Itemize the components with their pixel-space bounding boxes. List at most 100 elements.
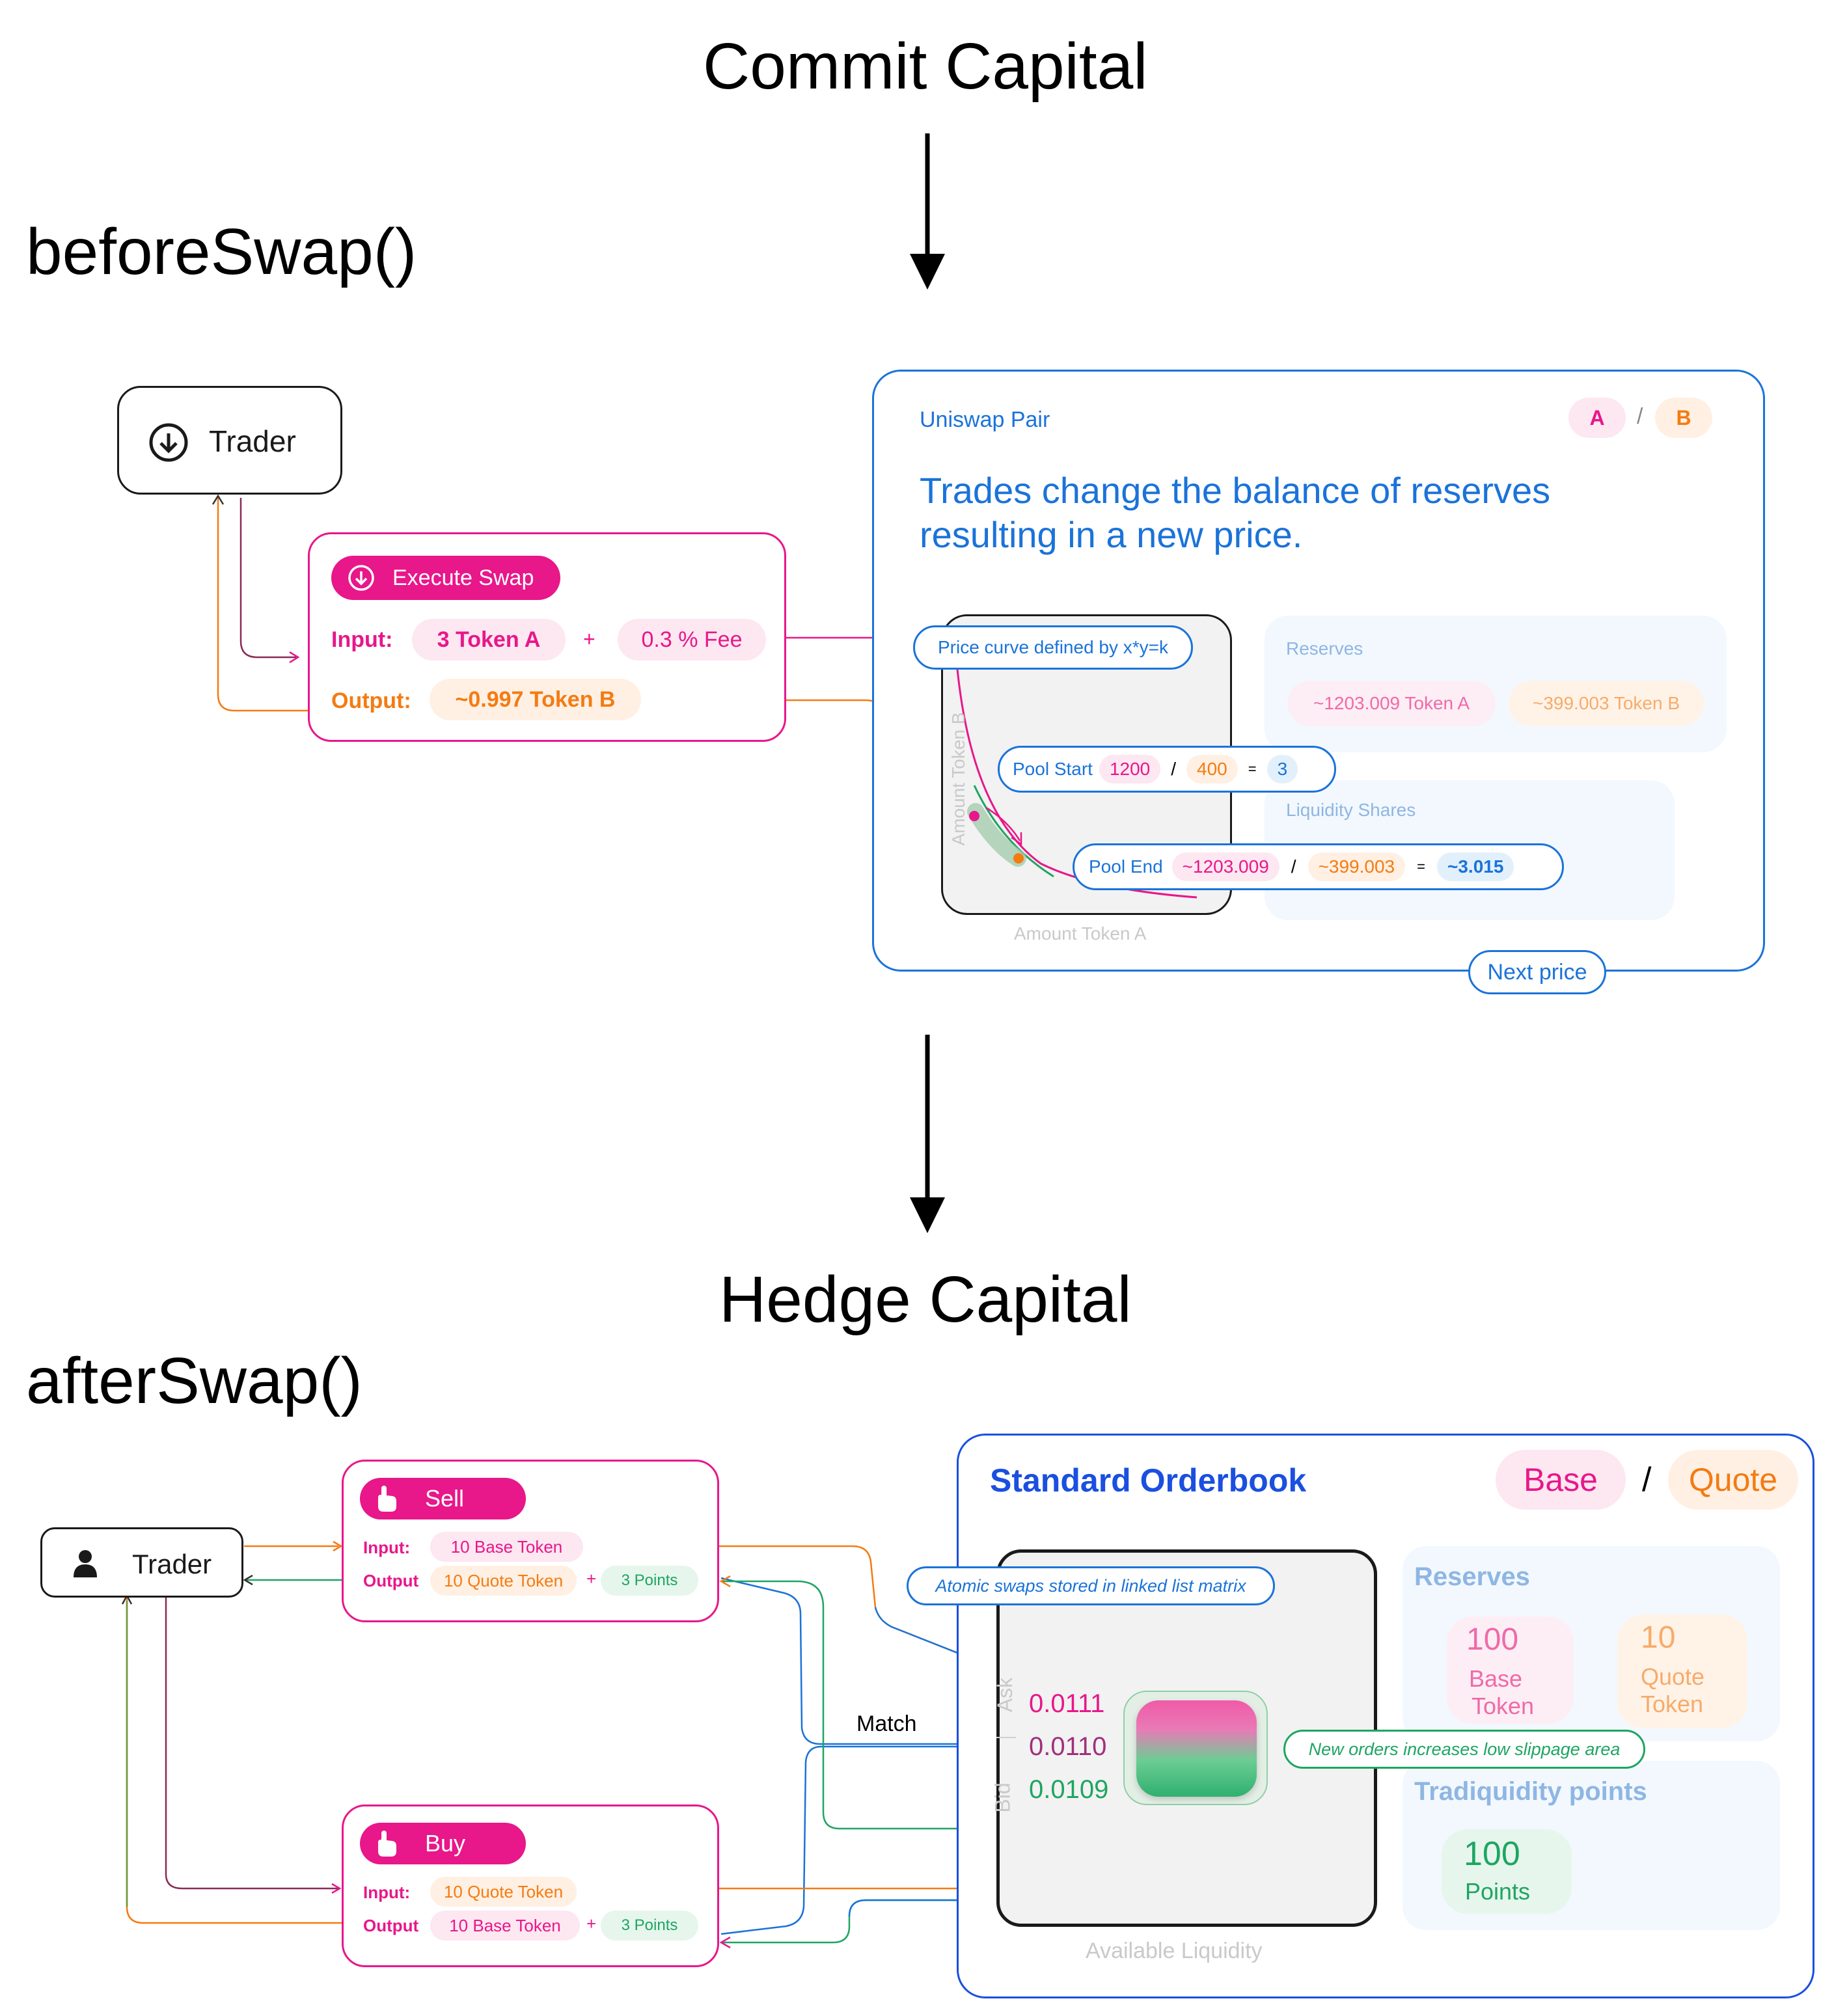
buy-label: Buy (425, 1830, 466, 1857)
token-slash: / (1637, 404, 1643, 429)
execute-swap-button[interactable]: Execute Swap (331, 556, 560, 600)
pool-end-label: Pool End (1089, 856, 1163, 877)
pool-start-eq: = (1248, 761, 1257, 777)
hand-pointer-icon (378, 1831, 396, 1857)
quote-badge: Quote (1668, 1450, 1798, 1510)
orderbook-title: Standard Orderbook (990, 1462, 1307, 1499)
pool-end-a: ~1203.009 (1171, 852, 1280, 881)
reserve-base-line2: Token (1471, 1693, 1535, 1719)
buy-button[interactable]: Buy (360, 1823, 526, 1864)
reserve-quote-line1: Quote (1641, 1663, 1705, 1690)
axis-label-token-b: Amount Token B (948, 712, 968, 846)
trader-to-swap-line (240, 498, 300, 664)
sell-plus: + (586, 1569, 597, 1588)
pool-start-slash: / (1171, 759, 1177, 779)
input-label: Input: (331, 627, 393, 652)
buy-output-label: Output (363, 1916, 419, 1935)
orderbook-card: Standard Orderbook Base / Quote Ask Bid … (957, 1434, 1814, 1998)
pair-title: Uniswap Pair (920, 407, 1050, 432)
points-title: Tradiquidity points (1414, 1777, 1647, 1806)
reserves-title: Reserves (1286, 638, 1363, 659)
match-line (720, 1577, 957, 1935)
token-a-badge: A (1568, 398, 1626, 438)
heading-hedge-capital: Hedge Capital (719, 1263, 1132, 1336)
heading-before-swap: beforeSwap() (26, 215, 417, 288)
next-price-label: Next price (1468, 950, 1606, 994)
trader-to-buy-line (165, 1598, 342, 1894)
execute-swap-card: Execute Swap Input: 3 Token A + 0.3 % Fe… (308, 532, 786, 742)
mid-price: 0.0110 (1029, 1732, 1107, 1761)
plus-sign: + (583, 627, 595, 651)
execute-swap-label: Execute Swap (392, 565, 534, 590)
reserve-base-number: 100 (1466, 1622, 1519, 1657)
reserve-base-line1: Base (1469, 1665, 1523, 1692)
pool-end-slash: / (1291, 856, 1296, 877)
reserve-base-tile: 100 Base Token (1447, 1616, 1574, 1724)
buy-to-trader-line (121, 1594, 342, 1924)
pair-headline-line1: Trades change the balance of reserves (920, 470, 1551, 511)
buy-points: 3 Points (601, 1911, 698, 1941)
output-label: Output: (331, 688, 411, 713)
buy-output-value: 10 Base Token (430, 1911, 580, 1941)
arrow-down-circle-icon (348, 565, 374, 591)
liquidity-title: Liquidity Shares (1286, 800, 1416, 820)
reserve-quote-number: 10 (1641, 1620, 1676, 1655)
pool-start-a: 1200 (1099, 755, 1161, 783)
user-icon (74, 1550, 97, 1577)
arrow-down-circle-icon (149, 423, 188, 462)
points-number: 100 (1464, 1835, 1520, 1873)
trader-node-top[interactable]: Trader (117, 386, 342, 495)
points-tile: 100 Points (1442, 1829, 1572, 1914)
base-badge: Base (1496, 1450, 1626, 1510)
sell-label: Sell (425, 1485, 465, 1512)
sell-button[interactable]: Sell (360, 1478, 526, 1519)
bid-price: 0.0109 (1029, 1775, 1109, 1804)
atomic-swaps-text: Atomic swaps stored in linked list matri… (935, 1575, 1246, 1596)
atomic-swaps-label: Atomic swaps stored in linked list matri… (907, 1566, 1275, 1605)
swap-to-trader-line (212, 494, 309, 712)
available-liquidity-label: Available Liquidity (1086, 1939, 1263, 1963)
sell-to-trader-line (243, 1574, 342, 1586)
pool-start-label: Pool Start (1013, 759, 1093, 779)
pool-end-b: ~399.003 (1307, 852, 1406, 881)
points-label: Points (1465, 1878, 1531, 1905)
hand-pointer-icon (378, 1486, 396, 1512)
pool-end-eq: = (1417, 858, 1425, 875)
axis-label-token-a: Amount Token A (1014, 923, 1147, 944)
sell-output-value: 10 Quote Token (430, 1566, 577, 1596)
heading-commit-capital: Commit Capital (703, 30, 1148, 103)
reserve-token-a: ~1203.009 Token A (1287, 681, 1496, 726)
trader-label: Trader (132, 1549, 212, 1579)
pair-headline-line2: resulting in a new price. (920, 514, 1303, 555)
match-label: Match (856, 1711, 917, 1736)
pool-start-b: 400 (1186, 755, 1238, 783)
sell-output-label: Output (363, 1571, 419, 1590)
token-b-badge: B (1655, 398, 1712, 438)
buy-card: Buy Input: 10 Quote Token Output 10 Base… (342, 1805, 719, 1967)
reserve-quote-line2: Token (1641, 1691, 1704, 1717)
pool-end-price: ~3.015 (1437, 852, 1514, 881)
uniswap-pair-card: Uniswap Pair A / B Trades change the bal… (872, 370, 1765, 972)
reserve-quote-tile: 10 Quote Token (1617, 1614, 1747, 1728)
sell-input-label: Input: (363, 1538, 411, 1557)
sell-input-value: 10 Base Token (430, 1532, 583, 1562)
ask-bid-divider (996, 1737, 1016, 1738)
new-orders-text: New orders increases low slippage area (1308, 1739, 1621, 1759)
pool-end-row: Pool End ~1203.009 / ~399.003 = ~3.015 (1073, 843, 1564, 890)
new-orders-label: New orders increases low slippage area (1283, 1730, 1645, 1769)
sell-card: Sell Input: 10 Base Token Output 10 Quot… (342, 1460, 719, 1622)
orderbook-reserves-panel: Reserves 100 Base Token 10 Quote Token (1403, 1546, 1780, 1741)
buy-input-label: Input: (363, 1883, 411, 1902)
bid-label: Bid (991, 1782, 1015, 1813)
flow-arrow-top (910, 133, 945, 290)
tradiquidity-points-panel: Tradiquidity points 100 Points (1403, 1761, 1780, 1930)
ask-price: 0.0111 (1029, 1689, 1105, 1718)
sell-points: 3 Points (601, 1566, 698, 1596)
trader-node-bottom[interactable]: Trader (40, 1527, 243, 1598)
buy-plus: + (586, 1914, 597, 1933)
pool-start-row: Pool Start 1200 / 400 = 3 (998, 746, 1336, 793)
buy-input-value: 10 Quote Token (430, 1877, 577, 1907)
orderbook-reserves-title: Reserves (1414, 1562, 1530, 1591)
heading-after-swap: afterSwap() (26, 1344, 363, 1417)
orderbook-to-buy-line (719, 1899, 957, 1949)
